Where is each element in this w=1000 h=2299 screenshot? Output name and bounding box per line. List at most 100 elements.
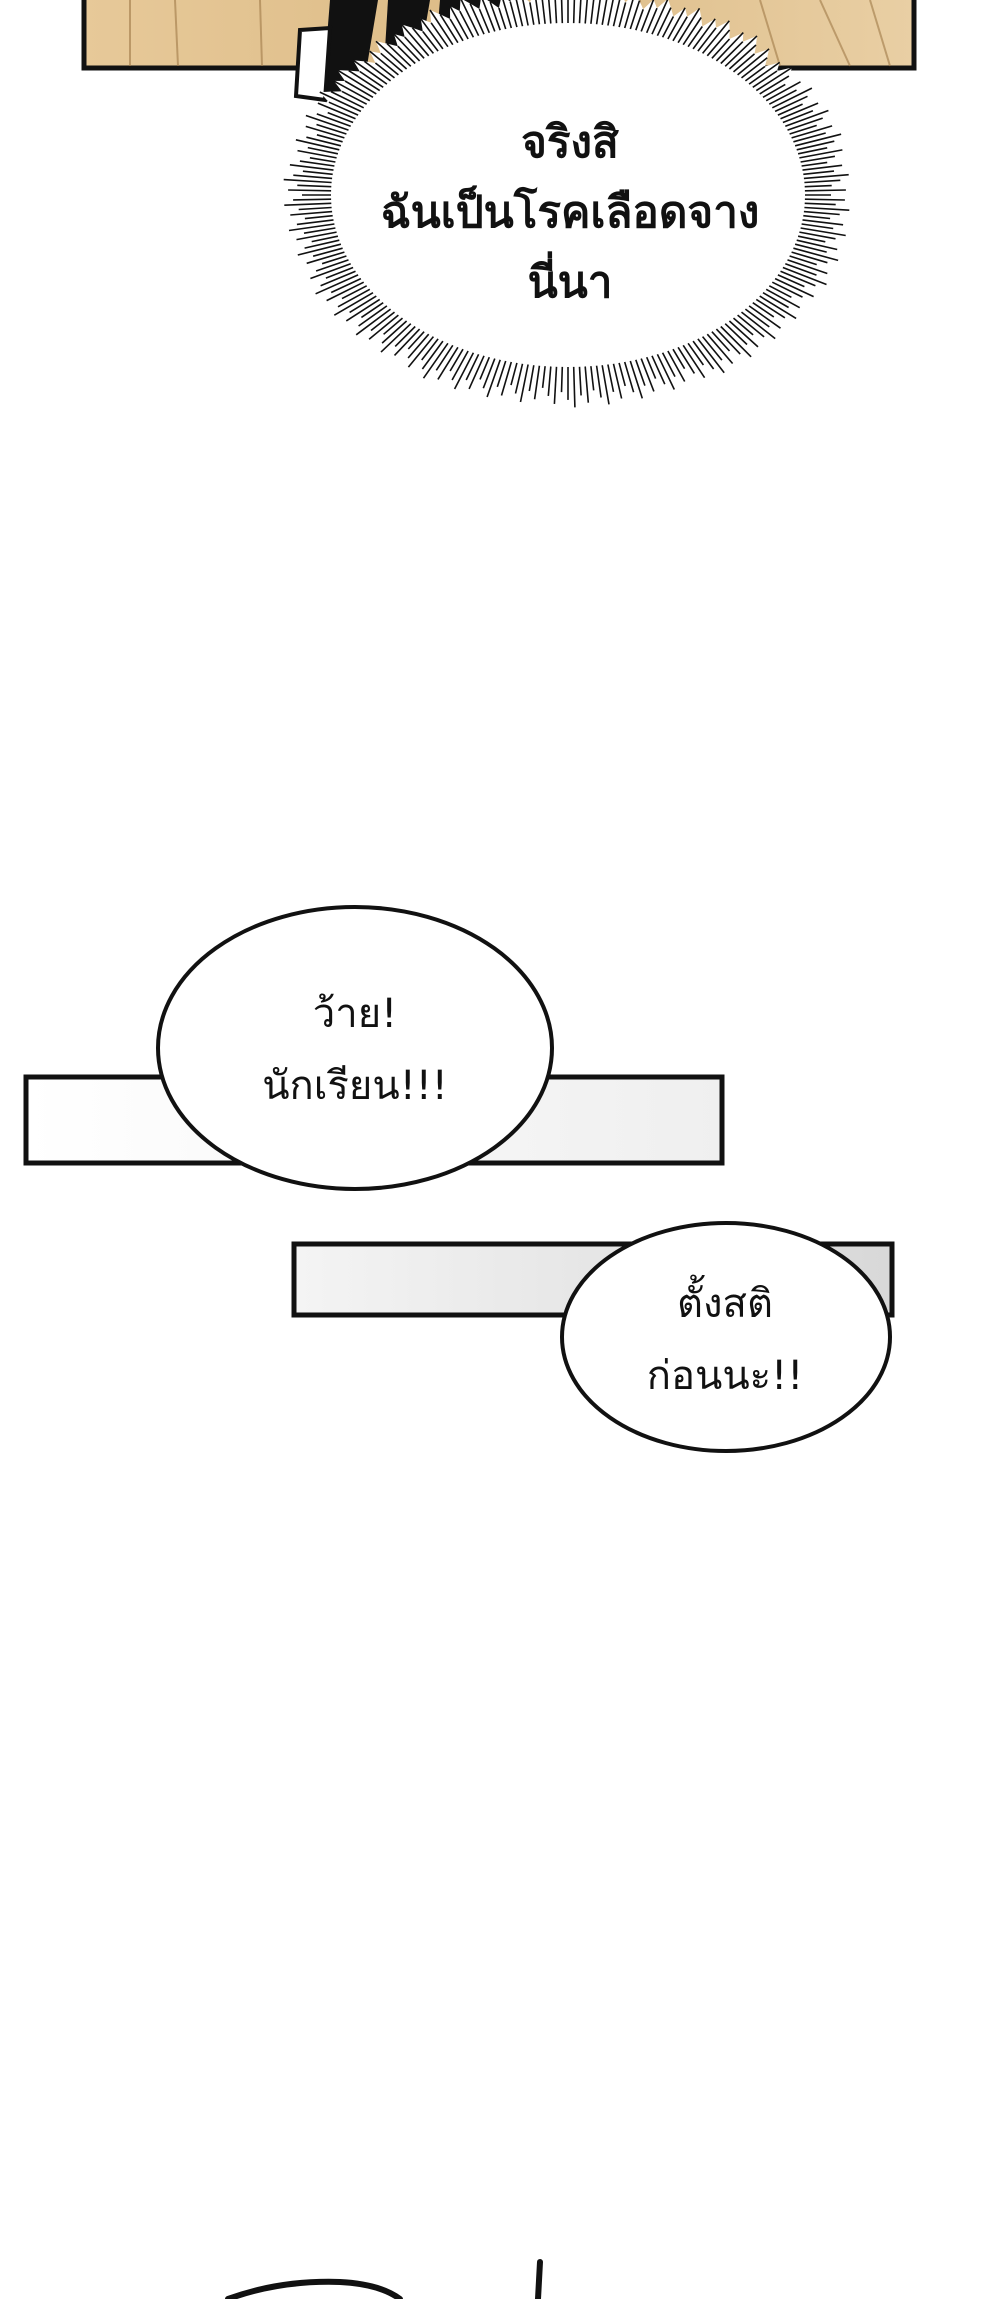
burst-spike-line	[590, 366, 595, 391]
burst-spike-line	[560, 366, 564, 393]
burst-spike-line	[296, 219, 334, 226]
burst-spike-line	[800, 155, 836, 163]
burst-spike-line	[553, 366, 558, 404]
burst-spike-line	[651, 355, 666, 385]
burst-spike-line	[420, 18, 444, 50]
burst-spike-line	[748, 305, 781, 329]
burst-spike-line	[435, 344, 454, 371]
burst-spike-line	[478, 8, 491, 34]
burst-spike-line	[768, 89, 797, 105]
speech-bubble-right	[560, 1221, 892, 1453]
burst-spike-line	[732, 317, 754, 336]
burst-spike-line	[363, 60, 392, 82]
burst-spike-line	[320, 270, 356, 287]
burst-spike-line	[515, 0, 524, 27]
burst-spike-line	[651, 0, 669, 35]
burst-spike-line	[661, 352, 676, 377]
burst-spike-line	[572, 366, 576, 408]
burst-spike-line	[489, 1, 501, 31]
burst-spike-line	[782, 266, 827, 286]
burst-spike-line	[449, 348, 464, 372]
burst-spike-line	[701, 336, 723, 361]
burst-spike-line	[590, 0, 595, 24]
burst-spike-line	[661, 16, 675, 38]
burst-spike-line	[306, 136, 342, 147]
left-bubble-text: ว้าย! นักเรียน!!!	[262, 991, 448, 1109]
burst-spike-line	[533, 365, 541, 400]
burst-spike-line	[486, 359, 501, 398]
burst-spike-line	[319, 91, 362, 113]
burst-spike-line	[635, 9, 644, 31]
burst-spike-line	[804, 198, 845, 201]
burst-spike-line	[692, 340, 715, 370]
burst-spike-line	[755, 66, 793, 92]
burst-spike-line	[407, 331, 425, 350]
burst-spike-line	[306, 251, 345, 265]
burst-spike-line	[801, 161, 828, 167]
burst-spike-line	[303, 227, 336, 234]
burst-spike-line	[407, 336, 435, 368]
burst-spike-line	[317, 102, 356, 120]
burst-spike-line	[326, 281, 365, 302]
burst-spike-line	[572, 0, 576, 24]
burst-spike-line	[328, 101, 359, 116]
burst-spike-line	[289, 164, 334, 171]
burst-spike-line	[789, 124, 817, 135]
burst-spike-line	[759, 75, 790, 95]
burst-spike-line	[453, 352, 475, 390]
burst-spike-line	[535, 0, 541, 25]
burst-spike-line	[785, 262, 817, 276]
burst-spike-line	[510, 362, 518, 386]
burst-spike-line	[804, 184, 832, 188]
burst-spike-line	[737, 48, 770, 76]
burst-spike-line	[407, 333, 430, 359]
burst-spike-line	[667, 350, 686, 382]
burst-spike-line	[315, 274, 359, 295]
burst-spike-line	[468, 355, 485, 390]
burst-spike-line	[325, 266, 354, 279]
burst-spike-line	[316, 123, 347, 135]
burst-spike-line	[595, 0, 601, 25]
burst-spike-line	[711, 331, 731, 352]
burst-spike-line	[796, 140, 835, 151]
burst-spike-line	[800, 227, 846, 237]
burst-spike-line	[799, 149, 843, 159]
speech-bubble-left	[156, 905, 554, 1191]
burst-spike-line	[383, 317, 404, 335]
burst-spike-line	[541, 366, 546, 388]
burst-spike-line	[421, 338, 439, 361]
burst-spike-line	[607, 0, 614, 26]
burst-spike-line	[682, 17, 702, 46]
bottom-fragment	[225, 2259, 543, 2299]
burst-spike-line	[802, 164, 843, 171]
burst-spike-line	[803, 210, 840, 216]
burst-spike-line	[677, 7, 701, 44]
burst-spike-line	[645, 356, 657, 379]
burst-spike-line	[762, 292, 790, 309]
burst-spike-line	[295, 139, 340, 151]
burst-spike-line	[298, 206, 332, 211]
burst-spike-line	[720, 325, 752, 358]
burst-spike-line	[612, 0, 621, 27]
burst-spike-line	[345, 298, 381, 322]
burst-spike-line	[697, 338, 725, 374]
burst-spike-line	[482, 358, 496, 389]
burst-spike-line	[715, 32, 744, 62]
burst-spike-line	[759, 295, 797, 320]
burst-spike-line	[529, 2, 535, 25]
burst-spike-line	[397, 45, 416, 65]
burst-spike-line	[430, 22, 449, 48]
burst-spike-line	[677, 346, 696, 374]
burst-spike-line	[437, 346, 459, 380]
burst-spike-line	[369, 50, 399, 76]
burst-spike-line	[656, 7, 672, 37]
burst-spike-line	[316, 134, 343, 143]
burst-spike-line	[791, 125, 833, 139]
burst-spike-line	[728, 320, 759, 348]
burst-spike-line	[793, 132, 826, 143]
burst-spike-line	[752, 70, 778, 88]
burst-speech-bubble	[283, 0, 850, 408]
burst-spike-line	[692, 18, 716, 50]
burst-spike-line	[421, 340, 444, 370]
burst-spike-line	[787, 117, 823, 131]
